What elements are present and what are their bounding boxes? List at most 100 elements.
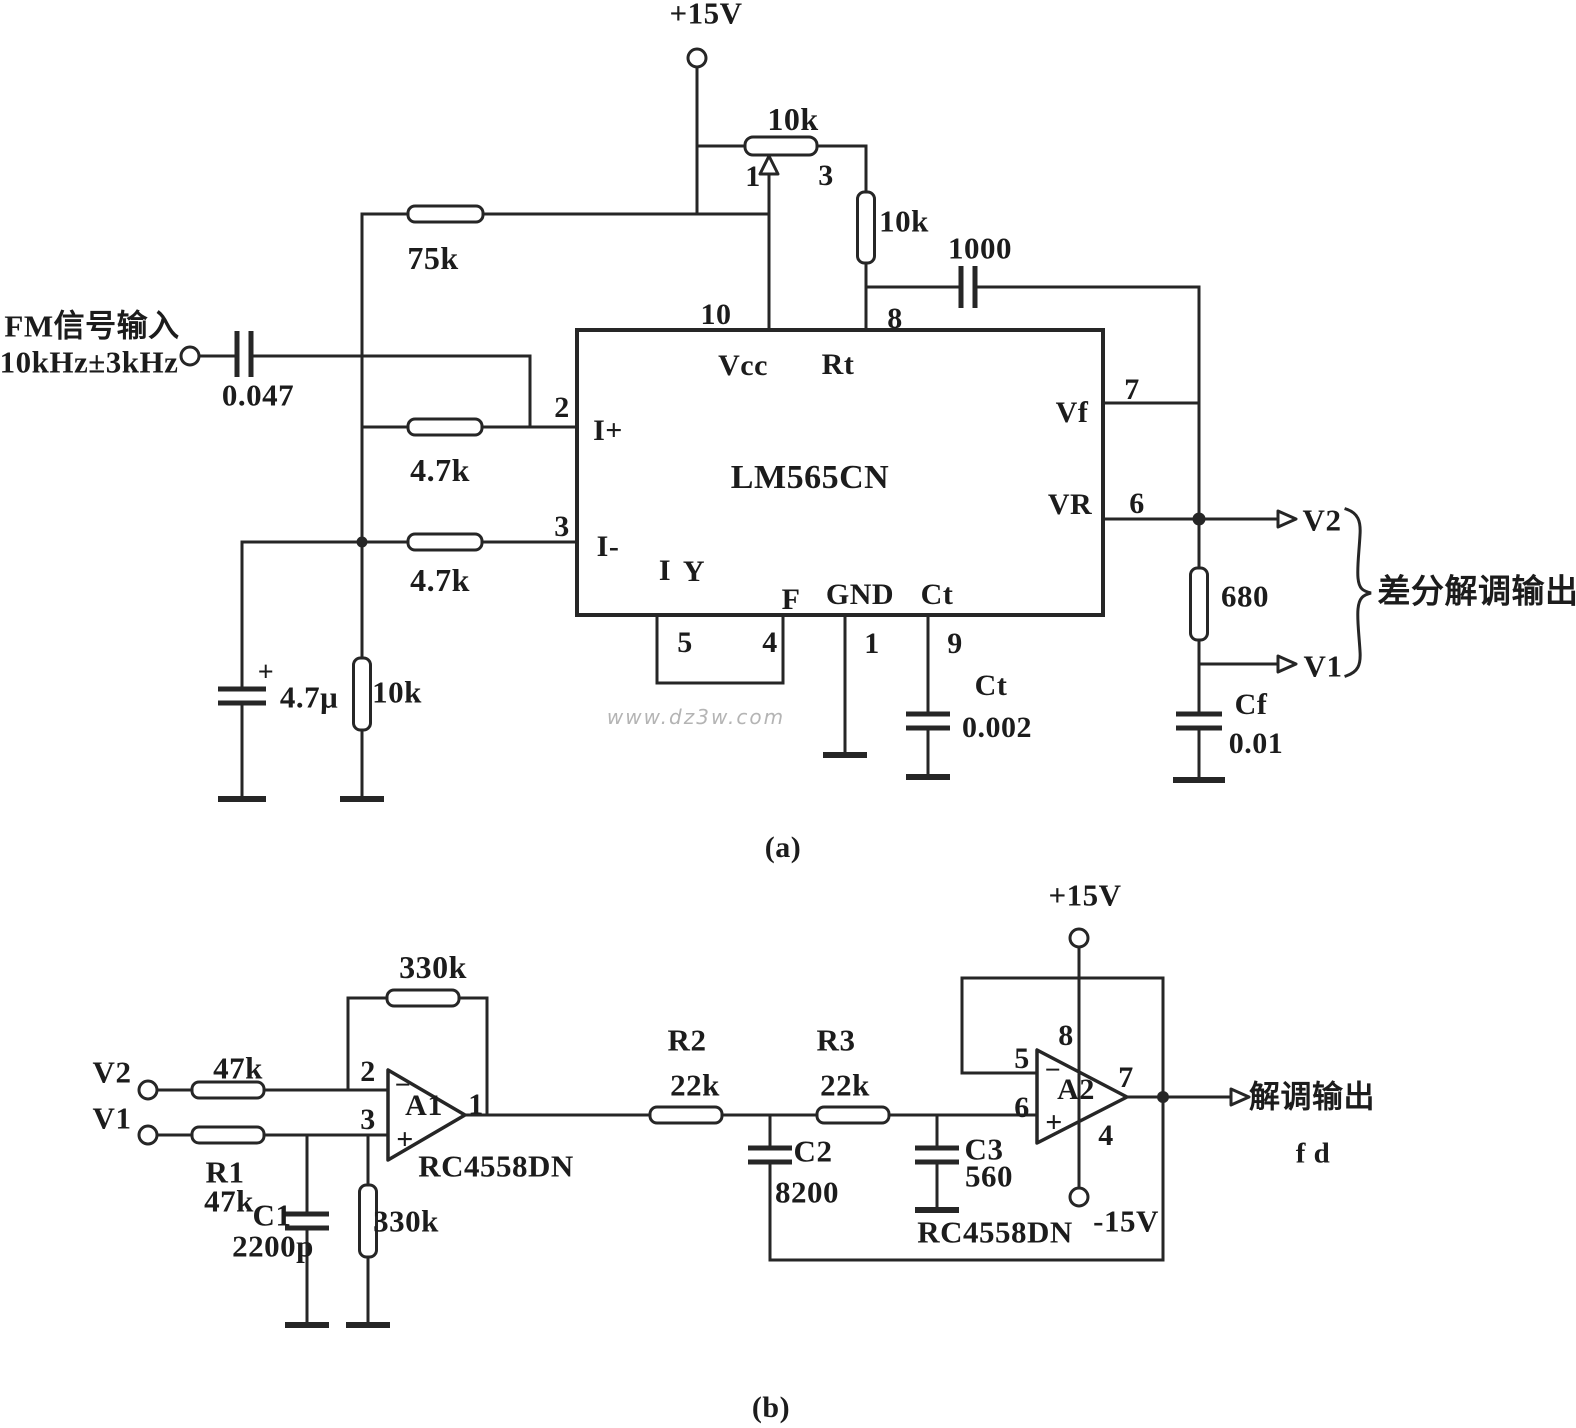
resistor-47k-v2: [190, 1080, 266, 1100]
resistor-10k-left: [352, 656, 372, 732]
label-r2-value: 22k: [670, 1067, 720, 1103]
capacitor-c3-560: [915, 1145, 959, 1165]
label-pot-value: 10k: [767, 101, 819, 137]
label-cap47u-plus: +: [257, 657, 275, 688]
label-a1-plus: +: [396, 1123, 414, 1156]
label-pot-pin3: 3: [818, 159, 834, 192]
label-pin7: 7: [1124, 373, 1140, 406]
pot-wiper-arrow-icon: [758, 154, 780, 176]
label-r10k-left: 10k: [372, 674, 422, 710]
label-a2-pin4: 4: [1098, 1119, 1114, 1152]
label-r75k: 75k: [407, 240, 459, 276]
label-v1-out-a: V1: [1303, 648, 1343, 684]
capacitor-c1-2200p: [285, 1211, 329, 1231]
watermark: www.dz3w.com: [606, 705, 786, 729]
caption-a: (a): [764, 831, 802, 864]
terminal-plus15v-b: [1068, 927, 1090, 949]
label-cap47u: 4.7μ: [279, 679, 339, 715]
label-a2-name: A2: [1057, 1073, 1095, 1106]
label-diff-output: 差分解调输出: [1377, 574, 1576, 611]
ic-label-rt: Rt: [821, 348, 855, 381]
label-pin6: 6: [1129, 487, 1145, 520]
label-v2-out-a: V2: [1302, 502, 1342, 538]
label-pin5: 5: [677, 626, 693, 659]
arrow-v2-output-icon: [1276, 509, 1298, 529]
capacitor-c2-8200: [748, 1145, 792, 1165]
resistor-680: [1189, 566, 1209, 642]
capacitor-cf-001: [1176, 711, 1222, 731]
ic-label-iplus: I+: [593, 414, 623, 447]
wires-section-a: [197, 65, 1280, 799]
resistor-4p7k-bottom: [406, 532, 484, 552]
label-pin2: 2: [554, 391, 570, 424]
label-a2-pin7: 7: [1118, 1061, 1134, 1094]
supply-neg-label-b: -15V: [1093, 1203, 1159, 1239]
label-pin10: 10: [700, 298, 732, 331]
label-a2-chip: RC4558DN: [917, 1214, 1073, 1250]
label-pin1: 1: [864, 627, 880, 660]
label-r47k-top: 4.7k: [410, 452, 470, 488]
label-a1-minus: −: [394, 1070, 412, 1101]
ic-label-vr: VR: [1047, 488, 1093, 521]
label-r47k-bottom: 4.7k: [410, 562, 470, 598]
label-c2-name: C2: [793, 1133, 833, 1169]
label-c1-value: 2200p: [232, 1228, 314, 1264]
label-a1-pin2: 2: [360, 1055, 376, 1088]
ic-label-ct: Ct: [920, 578, 954, 611]
label-r1-name: R1: [205, 1154, 245, 1190]
label-c3-name: C3: [964, 1131, 1004, 1167]
label-cap-0047: 0.047: [221, 377, 295, 413]
label-c2-value: 8200: [775, 1174, 839, 1210]
ic-label-y: Y: [682, 555, 706, 588]
label-cf-name: Cf: [1234, 688, 1268, 721]
terminal-v2-input: [137, 1079, 159, 1101]
label-a2-pin8: 8: [1058, 1019, 1074, 1052]
brace-diff-output: [1344, 507, 1372, 678]
label-a1-pin1: 1: [468, 1088, 484, 1121]
label-cf-value: 0.01: [1228, 727, 1284, 760]
label-pin3: 3: [554, 510, 570, 543]
opamp-a1: [386, 1068, 467, 1162]
wires-section-b: [155, 976, 1233, 1325]
resistor-4p7k-top: [406, 417, 484, 437]
label-a2-pin5: 5: [1014, 1042, 1030, 1075]
label-output-fd: f d: [1295, 1137, 1331, 1170]
label-pin4: 4: [762, 626, 778, 659]
label-c3-value: 560: [965, 1158, 1013, 1194]
resistor-330k-feedback: [385, 988, 461, 1008]
ic-lm565cn-outline: [575, 328, 1105, 617]
ic-label-gnd: GND: [825, 578, 895, 611]
label-v1-in-b: V1: [92, 1100, 132, 1136]
ic-label-vf: Vf: [1055, 396, 1089, 429]
label-r680: 680: [1221, 578, 1269, 614]
label-330k-feedback: 330k: [399, 949, 467, 985]
label-v2-in-b: V2: [92, 1054, 132, 1090]
terminal-v1-input: [137, 1124, 159, 1146]
label-ct-name: Ct: [974, 669, 1008, 702]
label-r3-name: R3: [816, 1022, 856, 1058]
capacitor-ct-0002: [906, 711, 950, 731]
terminal-minus15v-b: [1068, 1186, 1090, 1208]
label-pot-pin1: 1: [745, 160, 761, 193]
label-r1-value: 47k: [204, 1183, 254, 1219]
resistor-10k-right: [856, 190, 876, 265]
resistor-r1-47k: [190, 1125, 266, 1145]
label-r10k-right: 10k: [879, 203, 929, 239]
supply-pos-label-b: +15V: [1048, 877, 1122, 913]
label-a1-chip: RC4558DN: [418, 1148, 574, 1184]
label-ct-value: 0.002: [962, 711, 1032, 744]
label-a1-pin3: 3: [360, 1103, 376, 1136]
ic-label-i: I: [658, 554, 672, 587]
resistor-75k: [406, 204, 485, 224]
supply-label-a: +15V: [669, 0, 743, 31]
capacitor-4p7u: [218, 686, 266, 706]
opamp-a2: [1035, 1048, 1129, 1145]
caption-b: (b): [751, 1391, 791, 1424]
junction-dot: [1157, 1091, 1169, 1103]
fm-input-label-line2: 10kHz±3kHz: [0, 344, 179, 380]
terminal-fm-input: [179, 345, 201, 367]
label-pin8: 8: [887, 302, 903, 335]
arrow-demod-output-icon: [1229, 1087, 1251, 1107]
